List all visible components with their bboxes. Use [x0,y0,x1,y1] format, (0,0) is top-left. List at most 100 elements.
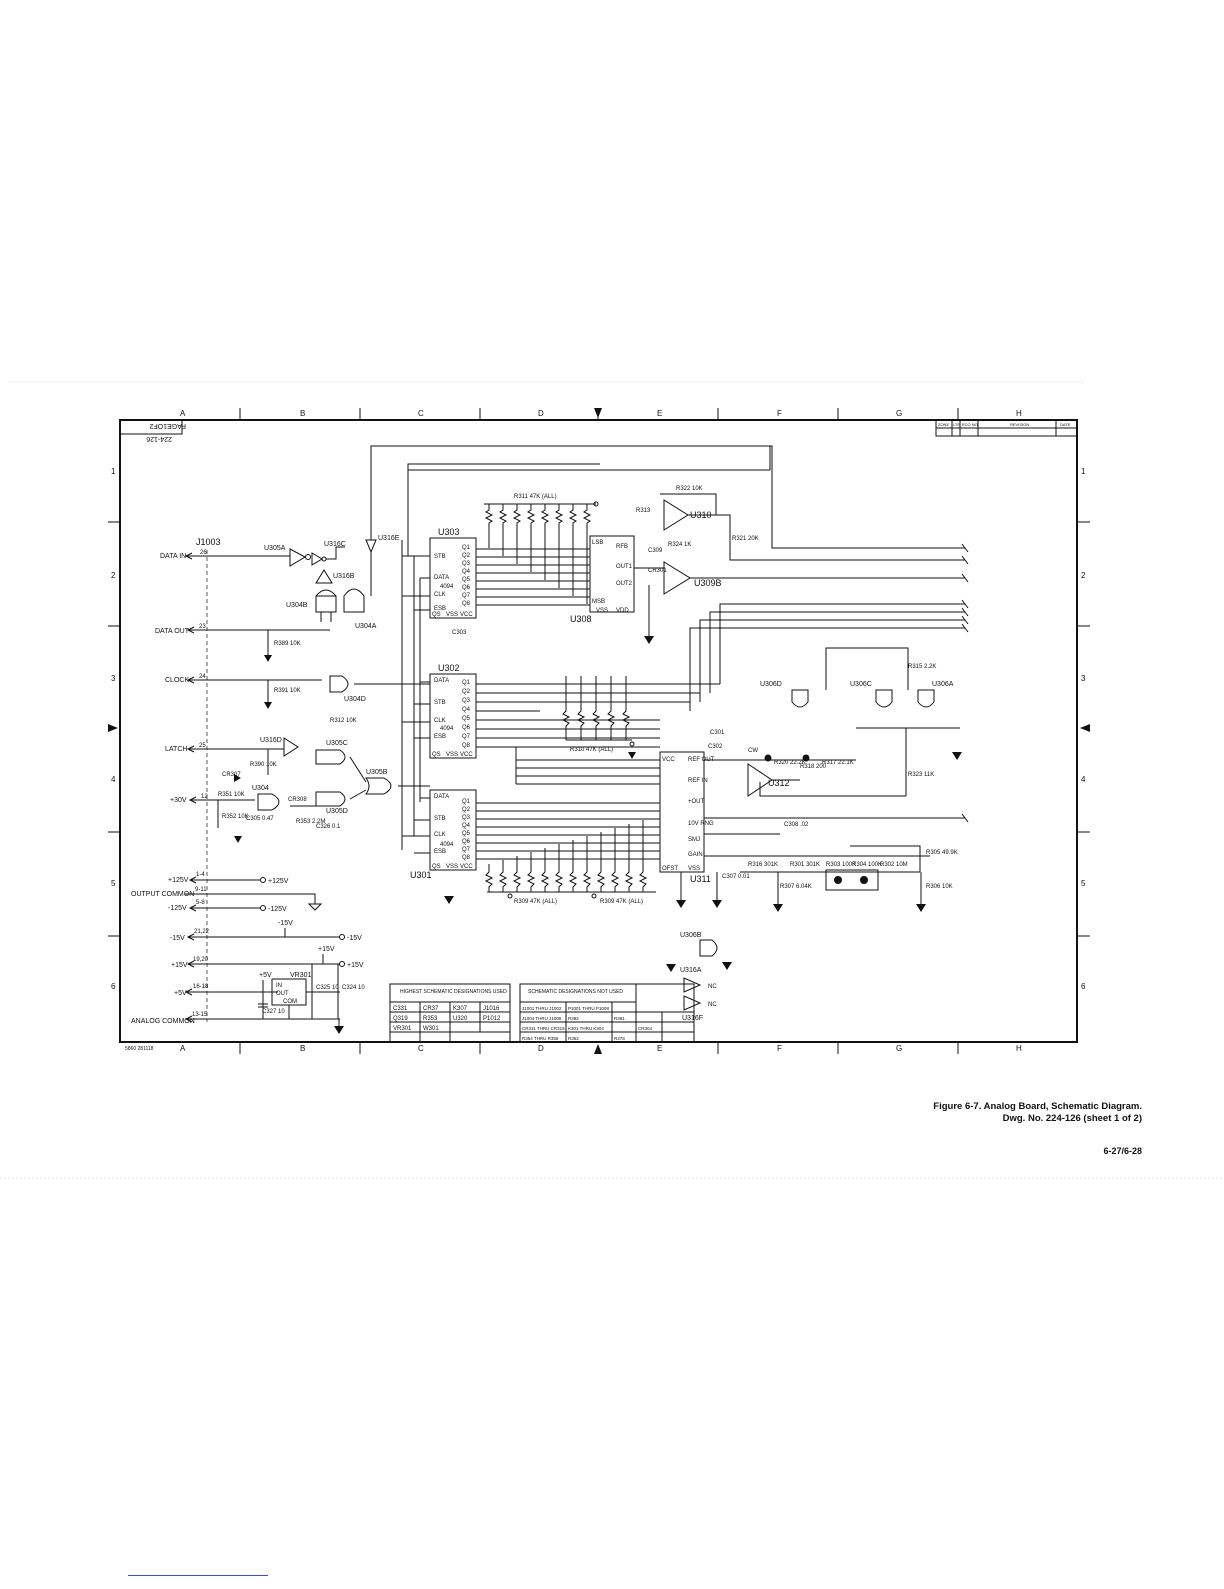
c324-label: C324 10 [342,985,365,991]
pin-q3: Q3 [462,815,471,821]
pin-signal-5v: +5V [174,990,187,997]
pin-stb: STB [434,816,446,822]
pin-signal-125v: +125V [168,877,189,884]
rev-date: DATE [1060,422,1071,427]
u306d-label: U306D [760,681,782,688]
pin-q2: Q2 [462,689,471,695]
table-cell: C331 [393,1006,408,1012]
pin-qs: QS [432,612,441,618]
rail-label: +15V [318,946,335,953]
vr301-com: COM [283,999,297,1005]
pin-esb: ESB [434,734,446,740]
r322-label: R322 10K [676,486,703,492]
nc-label: NC [708,984,717,990]
pin-q3: Q3 [462,561,471,567]
zone-row-left: 5 [111,879,116,888]
u308-label: U308 [570,614,592,624]
r390-label: R390 10K [250,762,277,768]
drawing-number: 224-126 [146,435,172,442]
r318-label: R318 200 [800,764,827,770]
pin-vcc: VCC [460,864,473,870]
vr301-out: OUT [276,991,289,997]
pin-number: 5-8 [196,900,205,906]
c302-label: C302 [708,744,723,750]
r307-label: R307 6.04K [780,884,812,890]
pin-signal-data-in: DATA IN [160,553,186,560]
resistor-array-r311: R311 47K (ALL) [484,494,599,604]
caption-line-1: Figure 6-7. Analog Board, Schematic Diag… [933,1101,1142,1112]
pin-vss: VSS [688,866,700,872]
pin-qs: QS [432,752,441,758]
vr301-in: IN [276,983,282,989]
c303-label: C303 [452,630,467,636]
caption-line-2: Dwg. No. 224-126 (sheet 1 of 2) [1002,1113,1142,1124]
trim-network: R316 301K R301 301K R307 6.04K R303 100K… [740,845,958,912]
c308-label: C308 .02 [784,822,809,828]
rail-label: +5V [259,972,272,979]
u312-label: U312 [768,778,790,788]
pin-esb: ESB [434,849,446,855]
table-not-used-designations: SCHEMATIC DESIGNATIONS NOT USED J1001 TH… [519,983,695,1043]
zone-col-top: F [777,409,782,418]
u302-label: U302 [438,663,460,673]
gates-right: U306D U306C U306A R315 2.2K R323 11K [759,647,962,797]
r352-label: R352 10K [222,814,249,820]
pin-number: 9-11 [195,887,207,893]
zone-col-bottom: C [418,1044,424,1053]
rail-label: +15V [347,962,364,969]
rev-revision: REVISION [1010,422,1029,427]
zone-letters: A B C D E F G H A B C D E F G H 1 2 3 4 … [111,409,1086,1053]
pin-ref-out: REF OUT [688,757,715,763]
connector-pins: DATA IN 26 DATA OUT 23 CLOCK 24 LATCH 25… [131,550,340,1025]
u316f-label: U316F [682,1015,703,1022]
zone-col-top: C [418,409,424,418]
pin-number: 19,20 [193,957,209,963]
pin-q4: Q4 [462,707,471,713]
r389-label: R389 10K [274,641,301,647]
zone-row-left: 1 [111,467,116,476]
part-number: 4094 [440,584,454,590]
pin-lsb: LSB [592,540,603,546]
zone-row-right: 6 [1081,982,1086,991]
u316b-label: U316B [333,573,355,580]
r305-label: R305 49.9K [926,850,958,856]
c305-label: C305 0.47 [246,816,274,822]
u303-label: U303 [438,527,460,537]
drawing-number-block: 224-126 PAGE1OF2 [119,419,186,442]
zone-row-right: 4 [1081,775,1086,784]
u306a-label: U306A [932,681,954,688]
pin-clk: CLK [434,718,446,724]
table-cell: J1016 [483,1006,500,1012]
pin-smj: SMJ [688,837,700,843]
u311-label: U311 [690,874,711,884]
zone-col-bottom: D [538,1044,544,1053]
u305b-label: U305B [366,769,388,776]
zone-col-top: G [896,409,902,418]
u316a-label: U316A [680,967,702,974]
page-number: 6-27/6-28 [1103,1146,1142,1156]
table-cell: U320 [453,1016,468,1022]
table-cell: P1012 [483,1016,501,1022]
rev-zone: ZONE [938,422,949,427]
pin-stb: STB [434,554,446,560]
table-cell: K301 THRU K304 [568,1026,604,1031]
pin-q6: Q6 [462,585,471,591]
pin-vss: VSS [596,608,608,614]
pin-number: 21,22 [194,929,210,935]
pin-vcc: VCC [460,752,473,758]
pin-q3: Q3 [462,698,471,704]
rail-label: +125V [268,878,289,885]
pin-out2: OUT2 [616,581,633,587]
pin-q6: Q6 [462,725,471,731]
zone-row-left: 4 [111,775,116,784]
pin-vss: VSS [446,864,458,870]
pin-signal-neg125v: -125V [168,905,187,912]
opamp-u309b: U309B R324 1K C309 CR301 [634,542,965,595]
u304a-label: U304A [355,623,377,630]
pin-q7: Q7 [462,847,471,853]
connector-label: J1003 [196,537,221,547]
pin-number: 13-15 [192,1012,208,1018]
pin-q8: Q8 [462,601,471,607]
part-number: 4094 [440,726,454,732]
u304b-label: U304B [286,602,308,609]
